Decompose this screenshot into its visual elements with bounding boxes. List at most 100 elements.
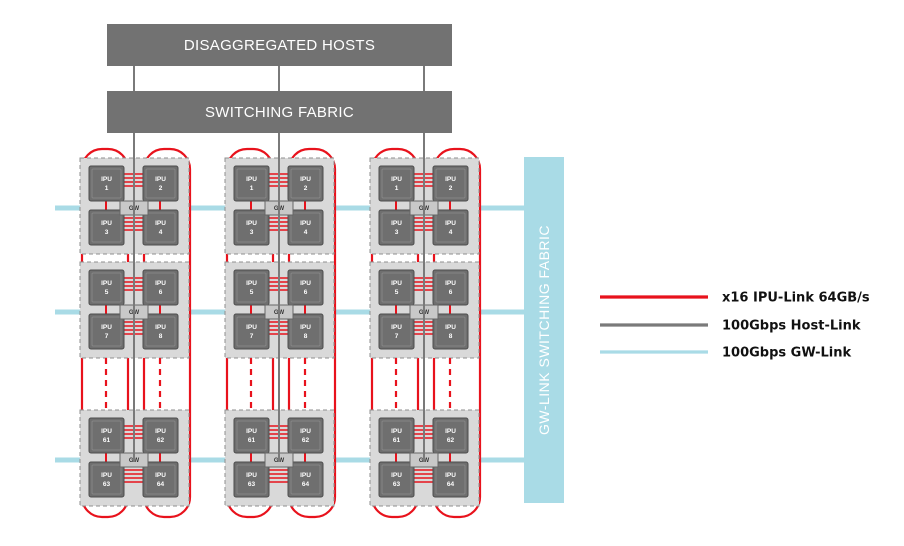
ipu-number: 6 (449, 289, 453, 296)
ipu-chip-die (435, 316, 466, 347)
ipu-chip-die (435, 212, 466, 243)
ipu-chip (378, 269, 415, 306)
ipu-label: IPU (101, 280, 112, 287)
ipu-number: 3 (105, 229, 109, 236)
ipu-chip-die (381, 272, 412, 303)
ipu-label: IPU (246, 428, 257, 435)
ipu-chip (88, 269, 125, 306)
ipu-label: IPU (101, 220, 112, 227)
ipu-chip-die (381, 464, 412, 495)
ipu-label: IPU (155, 324, 166, 331)
ipu-label: IPU (101, 428, 112, 435)
ipu-chip-die (435, 464, 466, 495)
ipu-number: 61 (393, 437, 401, 444)
ipu-chip (287, 209, 324, 246)
ipu-chip-die (91, 168, 122, 199)
ipu-chip (142, 461, 179, 498)
ipu-label: IPU (101, 176, 112, 183)
ipu-number: 1 (250, 185, 254, 192)
switching-fabric-label: SWITCHING FABRIC (205, 104, 354, 121)
ipu-label: IPU (246, 280, 257, 287)
ipu-number: 1 (395, 185, 399, 192)
ipu-chip (378, 417, 415, 454)
ipu-number: 2 (304, 185, 308, 192)
ipu-chip-die (91, 316, 122, 347)
ipu-label: IPU (155, 280, 166, 287)
ipu-chip-die (236, 316, 267, 347)
ipu-label: IPU (391, 176, 402, 183)
ipu-number: 5 (395, 289, 399, 296)
ipu-label: IPU (246, 472, 257, 479)
ipu-chip (287, 417, 324, 454)
ipu-label: IPU (445, 428, 456, 435)
ipu-number: 64 (302, 481, 310, 488)
ipu-number: 62 (447, 437, 455, 444)
ipu-chip (88, 417, 125, 454)
ipu-chip-die (290, 212, 321, 243)
ipu-chip (287, 461, 324, 498)
legend-label: 100Gbps GW-Link (722, 346, 851, 361)
ipu-chip (432, 209, 469, 246)
ipu-chip-die (290, 272, 321, 303)
legend-label: x16 IPU-Link 64GB/s (722, 291, 870, 306)
ipu-chip (378, 313, 415, 350)
ipu-chip (233, 269, 270, 306)
ipu-chip (432, 313, 469, 350)
ipu-number: 63 (248, 481, 256, 488)
ipu-label: IPU (155, 220, 166, 227)
ipu-chip (142, 313, 179, 350)
ipu-number: 63 (393, 481, 401, 488)
ipu-label: IPU (155, 176, 166, 183)
ipu-label: IPU (101, 472, 112, 479)
ipu-chip-die (381, 212, 412, 243)
ipu-chip (287, 269, 324, 306)
ipu-number: 7 (395, 333, 399, 340)
ipu-number: 6 (304, 289, 308, 296)
ipu-chip (88, 461, 125, 498)
ipu-number: 8 (304, 333, 308, 340)
ipu-chip (88, 209, 125, 246)
ipu-number: 4 (159, 229, 163, 236)
ipu-chip (378, 461, 415, 498)
ipu-number: 62 (157, 437, 165, 444)
ipu-number: 4 (304, 229, 308, 236)
ipu-label: IPU (445, 472, 456, 479)
ipu-chip-die (290, 464, 321, 495)
ipu-chip (88, 165, 125, 202)
ipu-chip-die (435, 272, 466, 303)
ipu-label: IPU (246, 324, 257, 331)
ipu-chip-die (145, 316, 176, 347)
ipu-chip-die (145, 272, 176, 303)
ipu-number: 3 (395, 229, 399, 236)
ipu-chip-die (236, 212, 267, 243)
ipu-chip-die (236, 464, 267, 495)
ipu-chip (142, 165, 179, 202)
legend-label: 100Gbps Host-Link (722, 319, 861, 334)
ipu-number: 62 (302, 437, 310, 444)
ipu-chip (287, 165, 324, 202)
ipu-number: 61 (248, 437, 256, 444)
ipu-label: IPU (300, 176, 311, 183)
ipu-chip-die (91, 212, 122, 243)
ipu-chip-die (236, 420, 267, 451)
ipu-chip-die (435, 420, 466, 451)
ipu-chip (142, 269, 179, 306)
ipu-label: IPU (445, 280, 456, 287)
disaggregated-hosts-label: DISAGGREGATED HOSTS (184, 37, 375, 54)
ipu-number: 64 (447, 481, 455, 488)
ipu-number: 64 (157, 481, 165, 488)
ipu-number: 8 (449, 333, 453, 340)
ipu-chip (233, 165, 270, 202)
ipu-number: 1 (105, 185, 109, 192)
ipu-chip (287, 313, 324, 350)
ipu-chip-die (290, 420, 321, 451)
ipu-number: 6 (159, 289, 163, 296)
ipu-number: 3 (250, 229, 254, 236)
ipu-chip-die (145, 168, 176, 199)
ipu-chip-die (91, 420, 122, 451)
ipu-label: IPU (246, 176, 257, 183)
ipu-label: IPU (391, 280, 402, 287)
ipu-label: IPU (155, 428, 166, 435)
ipu-chip-die (290, 168, 321, 199)
